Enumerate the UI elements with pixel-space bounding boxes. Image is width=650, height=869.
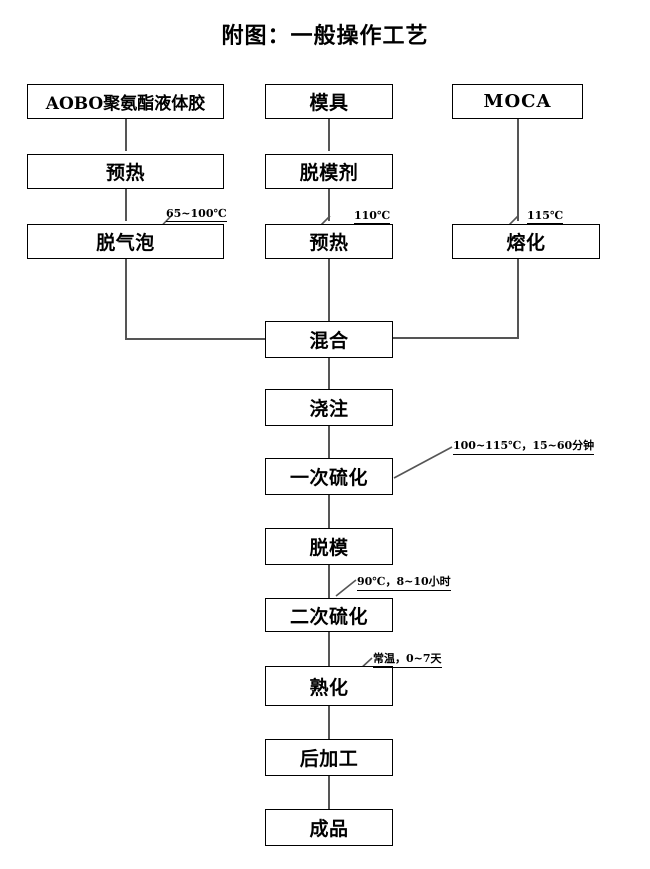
node-preheat-glue[interactable]: 预热 <box>27 154 224 189</box>
edge-degas-down <box>125 258 127 340</box>
leader-cure1 <box>393 446 453 479</box>
edge-degas-to-mix <box>125 338 266 340</box>
edge-cure2-maturing <box>328 631 330 666</box>
node-label: MOCA <box>483 91 552 112</box>
node-label: AOBO聚氨酯液体胶 <box>45 94 206 114</box>
edge-moca-melt <box>517 118 519 221</box>
edge-pour-cure1 <box>328 425 330 458</box>
node-label: 二次硫化 <box>289 605 368 628</box>
node-demold[interactable]: 脱模 <box>265 528 393 565</box>
node-pour[interactable]: 浇注 <box>265 389 393 426</box>
node-mold[interactable]: 模具 <box>265 84 393 119</box>
node-label: 脱气泡 <box>96 232 155 254</box>
node-release-agent[interactable]: 脱模剂 <box>265 154 393 189</box>
edge-mold-release <box>328 118 330 151</box>
edge-melt-down <box>517 258 519 339</box>
annotation-preheat2-temp: 110℃ <box>354 209 391 224</box>
node-label: 一次硫化 <box>289 467 368 489</box>
page-title: 附图：一般操作工艺 <box>221 23 429 49</box>
node-preheat-mold[interactable]: 预热 <box>265 224 393 259</box>
node-label: 成品 <box>309 818 349 840</box>
node-mix[interactable]: 混合 <box>265 321 393 358</box>
node-label: 脱模 <box>309 537 349 559</box>
node-primary-vulcanization[interactable]: 一次硫化 <box>265 458 393 495</box>
node-aobo-liquid-glue[interactable]: AOBO聚氨酯液体胶 <box>27 84 224 119</box>
edge-preheat2-mix <box>328 258 330 321</box>
node-label: 熔化 <box>506 232 546 254</box>
node-post-processing[interactable]: 后加工 <box>265 739 393 776</box>
node-moca[interactable]: MOCA <box>452 84 583 119</box>
annotation-degas-temp: 65~100℃ <box>166 207 227 222</box>
annotation-maturing-params: 常温，0~7天 <box>373 650 442 668</box>
edge-melt-to-mix <box>393 337 519 339</box>
annotation-melt-temp: 115℃ <box>527 209 564 224</box>
edge-aobo-preheat1 <box>125 118 127 151</box>
node-label: 浇注 <box>309 398 349 420</box>
node-label: 混合 <box>309 330 349 352</box>
node-label: 模具 <box>309 92 349 114</box>
node-label: 脱模剂 <box>299 162 359 184</box>
leader-cure2 <box>335 579 357 597</box>
edge-release-preheat2 <box>328 188 330 221</box>
node-finished-product[interactable]: 成品 <box>265 809 393 846</box>
edge-demold-cure2 <box>328 565 330 599</box>
annotation-cure1-params: 100~115℃，15~60分钟 <box>453 437 595 455</box>
edge-cure1-demold <box>328 494 330 528</box>
node-label: 预热 <box>309 232 349 254</box>
edge-preheat1-degas <box>125 188 127 221</box>
annotation-cure2-params: 90℃，8~10小时 <box>357 573 451 591</box>
edge-mix-pour <box>328 357 330 389</box>
node-secondary-vulcanization[interactable]: 二次硫化 <box>265 598 393 632</box>
node-maturing[interactable]: 熟化 <box>265 666 393 706</box>
node-label: 后加工 <box>299 748 359 770</box>
node-degas[interactable]: 脱气泡 <box>27 224 224 259</box>
node-label: 预热 <box>105 162 145 184</box>
node-label: 熟化 <box>309 676 349 699</box>
node-melt[interactable]: 熔化 <box>452 224 600 259</box>
edge-postproc-product <box>328 776 330 809</box>
edge-maturing-postproc <box>328 706 330 739</box>
